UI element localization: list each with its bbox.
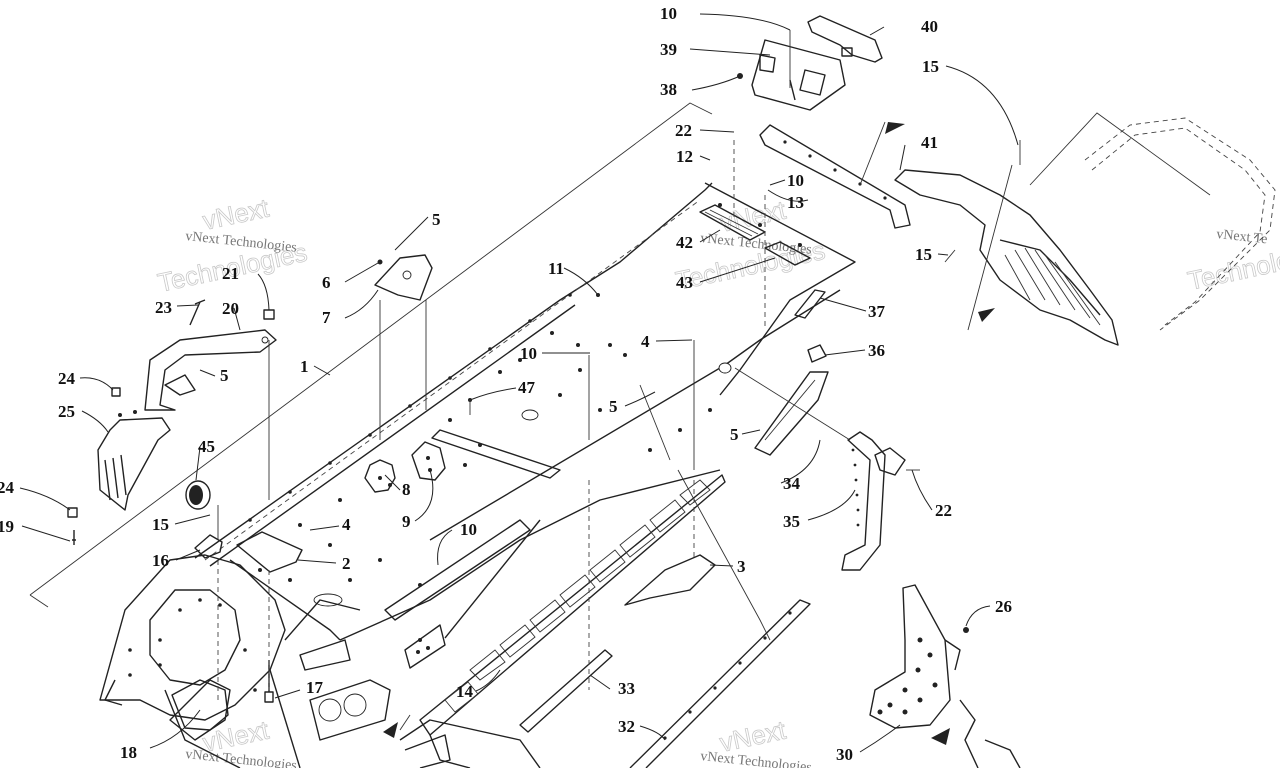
callout-10-right[interactable]: 10 — [787, 171, 804, 190]
callout-15-left[interactable]: 15 — [152, 515, 169, 534]
callout-21[interactable]: 21 — [222, 264, 239, 283]
callout-19[interactable]: 19 — [0, 517, 14, 536]
callout-25[interactable]: 25 — [58, 402, 75, 421]
strip-33[interactable] — [519, 649, 613, 733]
assembly-lines — [217, 30, 1021, 700]
callout-9[interactable]: 9 — [402, 512, 411, 531]
bracket-37[interactable] — [794, 289, 826, 319]
bracket-18[interactable] — [169, 679, 231, 741]
callout-34[interactable]: 34 — [783, 474, 801, 493]
watermark-big-right: Technolo — [1185, 245, 1280, 296]
callout-13[interactable]: 13 — [787, 193, 804, 212]
bracket-2[interactable] — [236, 531, 303, 573]
watermark-big-1a: vNext — [200, 193, 272, 236]
callout-1[interactable]: 1 — [300, 357, 309, 376]
callout-labels: 10 40 39 38 15 41 22 12 10 13 42 43 15 3… — [0, 4, 1012, 764]
callout-40[interactable]: 40 — [921, 17, 938, 36]
callout-45[interactable]: 45 — [198, 437, 215, 456]
callout-3[interactable]: 3 — [737, 557, 746, 576]
callout-11[interactable]: 11 — [548, 259, 564, 278]
callout-4-left[interactable]: 4 — [342, 515, 351, 534]
callout-22-top[interactable]: 22 — [675, 121, 692, 140]
chassis-tunnel[interactable] — [29, 102, 856, 641]
callout-15-top[interactable]: 15 — [922, 57, 939, 76]
watermark-small-right: vNext Te — [1216, 227, 1269, 247]
callout-23[interactable]: 23 — [155, 298, 172, 317]
panel-34[interactable] — [754, 371, 829, 456]
bolt-17[interactable] — [264, 660, 274, 703]
cover-40[interactable] — [807, 15, 883, 63]
callout-36[interactable]: 36 — [868, 341, 885, 360]
rear-bumper-outline — [1029, 112, 1276, 331]
callout-5-right[interactable]: 5 — [730, 425, 739, 444]
callout-22-right[interactable]: 22 — [935, 501, 952, 520]
clip-16[interactable] — [194, 534, 223, 559]
callout-15-right[interactable]: 15 — [915, 245, 932, 264]
callout-38[interactable]: 38 — [660, 80, 677, 99]
callout-5-left[interactable]: 5 — [220, 366, 229, 385]
callout-33[interactable]: 33 — [618, 679, 635, 698]
clip-36[interactable] — [807, 344, 827, 363]
bracket-30[interactable] — [869, 584, 951, 729]
part-8-gear[interactable] — [364, 459, 396, 493]
grommet-45[interactable] — [185, 480, 211, 510]
callout-24-low[interactable]: 24 — [0, 478, 15, 497]
callout-37[interactable]: 37 — [868, 302, 886, 321]
part-9-plate[interactable] — [411, 441, 446, 481]
callout-20[interactable]: 20 — [222, 299, 239, 318]
callout-35[interactable]: 35 — [783, 512, 800, 531]
callout-42[interactable]: 42 — [676, 233, 693, 252]
callout-16[interactable]: 16 — [152, 551, 169, 570]
callout-10-mid[interactable]: 10 — [460, 520, 477, 539]
direction-arrows — [383, 121, 1013, 745]
decal-43[interactable] — [764, 241, 811, 266]
callout-30[interactable]: 30 — [836, 745, 853, 764]
callout-26[interactable]: 26 — [995, 597, 1012, 616]
callout-4-right[interactable]: 4 — [641, 332, 650, 351]
callout-32[interactable]: 32 — [618, 717, 635, 736]
leader-lines — [19, 13, 1019, 753]
running-board[interactable] — [399, 474, 726, 768]
strap-35[interactable] — [841, 431, 906, 571]
screw-26 — [963, 627, 969, 633]
callout-43[interactable]: 43 — [676, 273, 693, 292]
hardware-small — [67, 299, 275, 545]
track-strip-32[interactable] — [629, 599, 811, 768]
bracket-3[interactable] — [624, 554, 716, 606]
callout-10-top[interactable]: 10 — [660, 4, 677, 23]
callout-47[interactable]: 47 — [518, 378, 536, 397]
bracket-7[interactable] — [374, 254, 433, 301]
housing-39[interactable] — [751, 39, 846, 111]
callout-2[interactable]: 2 — [342, 554, 351, 573]
callout-17[interactable]: 17 — [306, 678, 324, 697]
callout-39[interactable]: 39 — [660, 40, 677, 59]
callout-5-top[interactable]: 5 — [432, 210, 441, 229]
callout-12[interactable]: 12 — [676, 147, 693, 166]
callout-18[interactable]: 18 — [120, 743, 137, 762]
callout-5-mid[interactable]: 5 — [609, 397, 618, 416]
taillight-41[interactable] — [894, 169, 1119, 346]
callout-6[interactable]: 6 — [322, 273, 331, 292]
grab-handle-20[interactable] — [144, 329, 277, 411]
callout-10-deck[interactable]: 10 — [520, 344, 537, 363]
callout-24-top[interactable]: 24 — [58, 369, 76, 388]
bracket-25[interactable] — [97, 410, 171, 511]
callout-41[interactable]: 41 — [921, 133, 938, 152]
watermark-small-4: vNext Technologies — [700, 749, 813, 768]
callout-8[interactable]: 8 — [402, 480, 411, 499]
callout-7[interactable]: 7 — [322, 308, 331, 327]
front-bulkhead[interactable] — [99, 554, 446, 768]
callout-14[interactable]: 14 — [456, 682, 474, 701]
bracket-lower-right — [944, 639, 1021, 768]
